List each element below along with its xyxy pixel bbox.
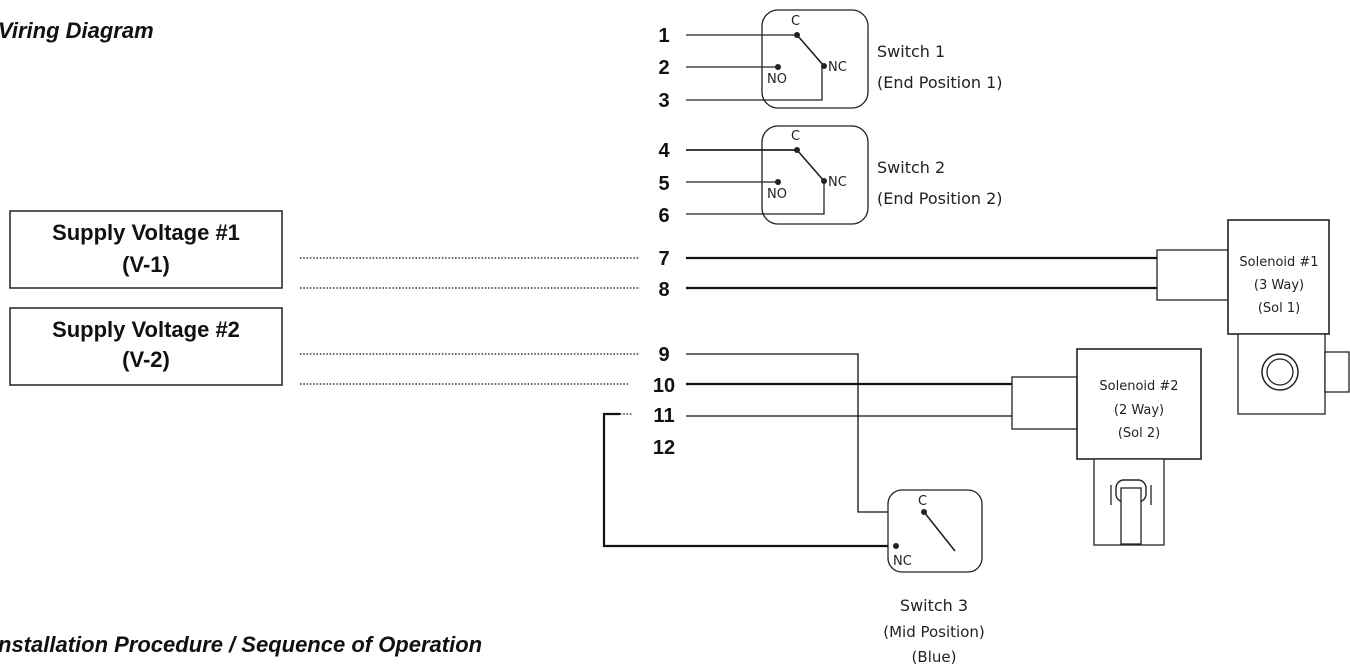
terminal-11: 11 (653, 405, 674, 427)
switch-1 (686, 9, 869, 109)
switch-1-name: Switch 1 (877, 42, 945, 61)
supply-voltage-2-title: Supply Voltage #2 (52, 317, 240, 342)
terminal-10: 10 (653, 375, 675, 397)
terminal-4: 4 (658, 140, 670, 162)
supply-voltage-2-box: Supply Voltage #2 (V-2) (9, 307, 283, 386)
switch-3-pin-nc: NC (893, 554, 912, 569)
switch-3-pin-c: C (918, 494, 927, 509)
switch-1-pin-nc: NC (828, 60, 847, 75)
terminal-1: 1 (658, 25, 669, 47)
supply-voltage-1-box: Supply Voltage #1 (V-1) (9, 210, 283, 289)
supply-voltage-1-title: Supply Voltage #1 (52, 220, 240, 245)
terminal-3: 3 (658, 90, 669, 112)
solenoid-2-name: Solenoid #2 (1099, 379, 1178, 394)
terminal-9: 9 (658, 344, 669, 366)
solenoid-2-type: (2 Way) (1114, 403, 1164, 418)
switch-3-detail: (Mid Position) (883, 623, 985, 641)
installation-procedure-heading: nstallation Procedure / Sequence of Oper… (0, 632, 482, 657)
switch-2-name: Switch 2 (877, 158, 945, 177)
switch-2-pin-no: NO (767, 187, 787, 202)
switch-3-name: Switch 3 (900, 596, 968, 615)
solenoid-1-name: Solenoid #1 (1239, 255, 1318, 270)
switch-2-pin-nc: NC (828, 175, 847, 190)
terminal-8: 8 (658, 279, 669, 301)
solenoid-1-type: (3 Way) (1254, 278, 1304, 293)
terminal-7: 7 (658, 248, 669, 270)
supply-dotted-wires (300, 257, 640, 415)
switch-1-pin-c: C (791, 14, 800, 29)
solenoid-1-wires (686, 256, 1157, 290)
solenoid-1-code: (Sol 1) (1258, 301, 1300, 316)
supply-voltage-1-code: (V-1) (122, 252, 170, 277)
supply-voltage-2-code: (V-2) (122, 347, 170, 372)
switch-1-detail: (End Position 1) (877, 73, 1003, 92)
switch-2-pin-c: C (791, 129, 800, 144)
terminal-5: 5 (658, 173, 669, 195)
wiring-diagram-heading: Viring Diagram (0, 18, 154, 43)
terminal-2: 2 (658, 57, 669, 79)
switch-3 (887, 489, 983, 573)
switch-2-detail: (End Position 2) (877, 189, 1003, 208)
switch-2 (686, 125, 869, 225)
solenoid-1 (1156, 219, 1350, 415)
terminal-6: 6 (658, 205, 669, 227)
solenoid-2 (1011, 348, 1202, 546)
terminal-numbers: 1 2 3 4 5 6 7 8 9 10 11 12 (653, 25, 675, 459)
solenoid-2-code: (Sol 2) (1118, 426, 1160, 441)
terminal-12: 12 (653, 437, 675, 459)
switch-1-pin-no: NO (767, 72, 787, 87)
switch-3-color: (Blue) (912, 648, 957, 666)
